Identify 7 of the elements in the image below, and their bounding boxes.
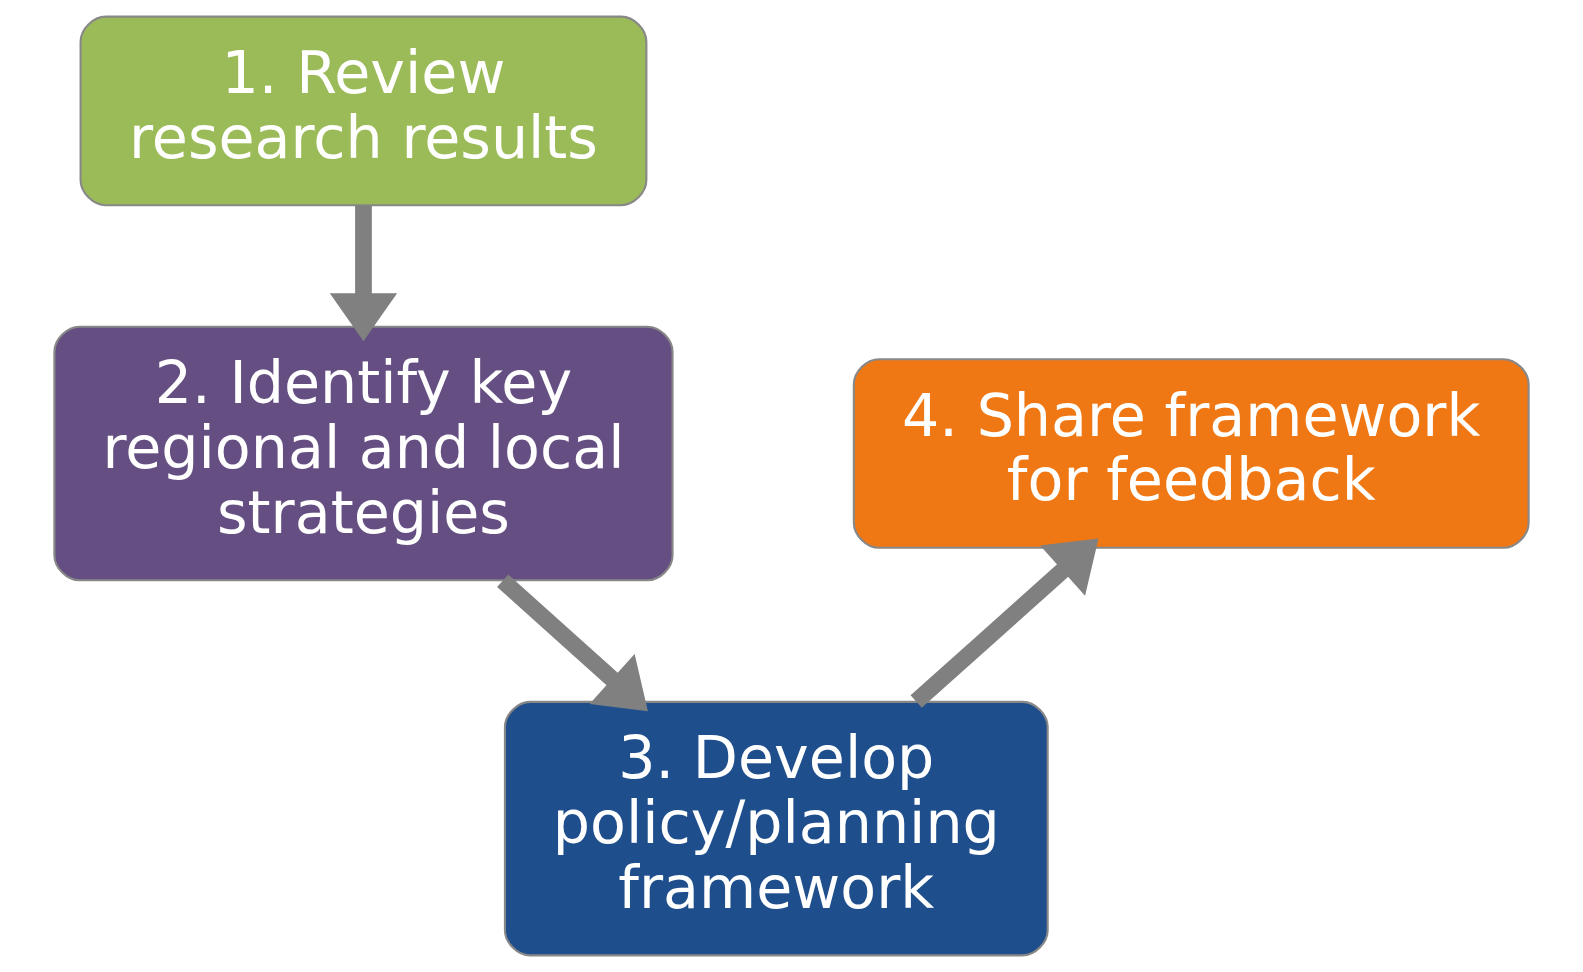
arrow <box>329 205 398 342</box>
arrow <box>497 574 648 712</box>
arrow <box>910 538 1099 708</box>
node-box: 1. Review research results <box>79 15 648 207</box>
node-box: 3. Develop policy/planning framework <box>503 700 1049 957</box>
node-box: 2. Identify key regional and local strategies <box>53 325 674 582</box>
node-box: 4. Share framework for feedback <box>852 358 1530 549</box>
